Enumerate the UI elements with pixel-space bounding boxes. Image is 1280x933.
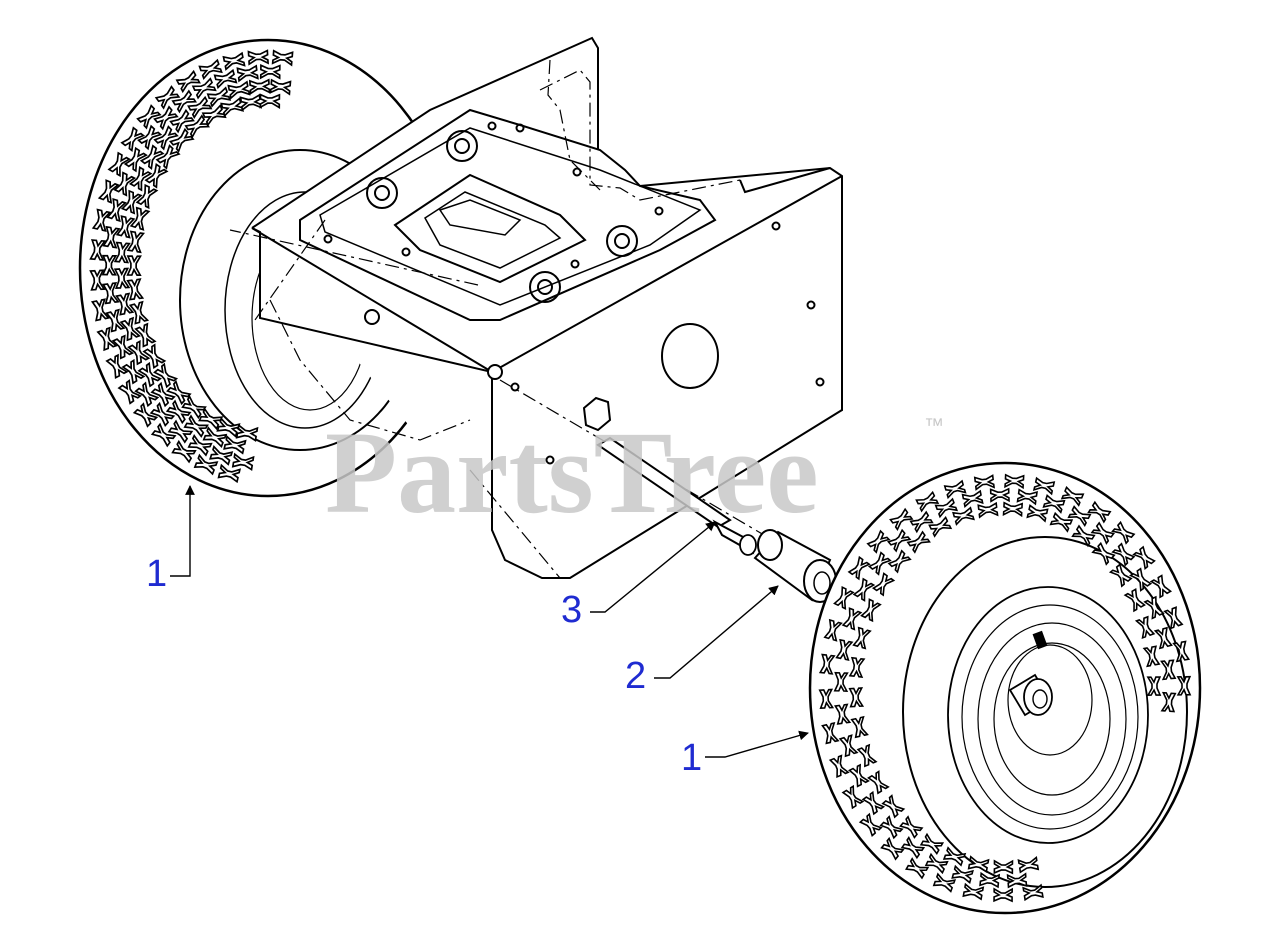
watermark-logo: PartsTree ™ xyxy=(325,407,944,538)
callout-axle[interactable]: 3 xyxy=(561,589,582,631)
leader-spacer xyxy=(654,585,779,679)
axle-shaft xyxy=(596,436,757,556)
right-wheel-assembly xyxy=(808,461,1202,915)
trademark-symbol: ™ xyxy=(924,415,944,437)
leader-tire-right xyxy=(705,730,809,758)
callout-spacer[interactable]: 2 xyxy=(625,655,646,697)
watermark-text: PartsTree xyxy=(325,407,819,538)
frame-chassis xyxy=(251,36,843,579)
callout-tire-right[interactable]: 1 xyxy=(681,737,702,779)
leader-tire-left xyxy=(170,485,195,577)
callout-labels: 1 2 3 1 xyxy=(146,553,702,779)
leader-lines xyxy=(170,485,809,758)
axle-spacer xyxy=(753,529,837,603)
leader-axle xyxy=(590,521,716,613)
callout-tire-left[interactable]: 1 xyxy=(146,553,167,595)
